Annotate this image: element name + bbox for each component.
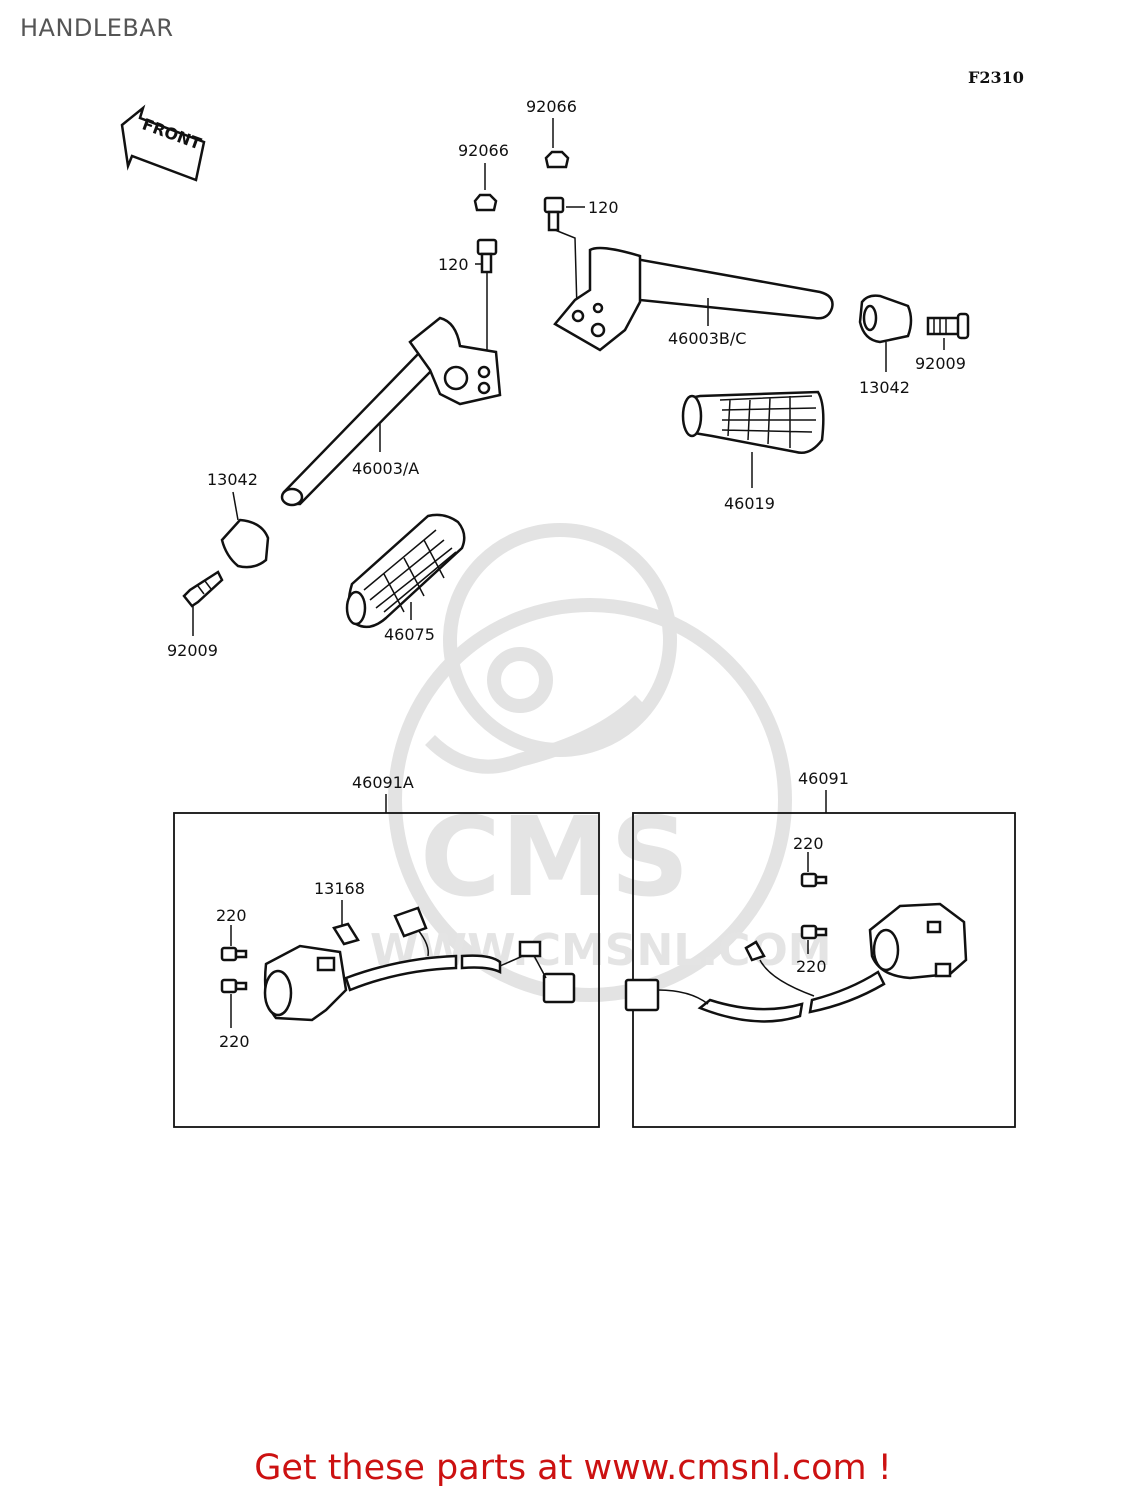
callout-46075: 46075 [384, 625, 435, 644]
callout-46091a: 46091A [352, 773, 414, 792]
box-46091 [632, 812, 1016, 1128]
bolt-120-right [543, 196, 565, 232]
bolt-120-left [476, 238, 498, 274]
handlebar-right-46003bc [553, 246, 834, 352]
callout-46091: 46091 [798, 769, 849, 788]
box-46091a [173, 812, 600, 1128]
grip-46019 [681, 390, 825, 454]
watermark-logo: CMS WWW.CMSNL.COM [370, 523, 832, 1002]
screw-220-right-lower [800, 924, 828, 940]
grip-46075 [345, 513, 466, 629]
callout-46003bc: 46003B/C [668, 329, 746, 348]
callout-220-right-lower: 220 [796, 957, 827, 976]
callout-92066-left: 92066 [458, 141, 509, 160]
callout-220-left-lower: 220 [219, 1032, 250, 1051]
bar-end-13042-right [858, 294, 913, 344]
callout-120-left: 120 [438, 255, 469, 274]
switch-right-46091 [624, 902, 968, 1023]
callout-13042-left: 13042 [207, 470, 258, 489]
callout-220-right-upper: 220 [793, 834, 824, 853]
cap-92066-right [544, 150, 570, 169]
switch-left-46091a [263, 906, 576, 1022]
callout-120-right: 120 [588, 198, 619, 217]
screw-92009-left [182, 570, 224, 608]
bar-end-13042-left [220, 518, 270, 569]
callout-46019: 46019 [724, 494, 775, 513]
screw-220-right-upper [800, 872, 828, 888]
screw-92009-right [926, 312, 970, 340]
handlebar-left-46003a [280, 316, 502, 507]
callout-92009-left: 92009 [167, 641, 218, 660]
footer-promo[interactable]: Get these parts at www.cmsnl.com ! [254, 1448, 892, 1488]
page-title: HANDLEBAR [20, 14, 174, 42]
callout-13042-right: 13042 [859, 378, 910, 397]
callout-13168: 13168 [314, 879, 365, 898]
screw-220-left-upper [220, 946, 248, 962]
figure-code: F2310 [968, 68, 1024, 87]
front-arrow: FRONT [120, 104, 206, 182]
parts-diagram: CMS WWW.CMSNL.COM FRONT 92066 92066 120 … [120, 97, 1016, 1128]
callout-92066-right: 92066 [526, 97, 577, 116]
callout-92009-right: 92009 [915, 354, 966, 373]
cap-92066-left [473, 193, 498, 212]
callout-46003a: 46003/A [352, 459, 419, 478]
screw-220-left-lower [220, 978, 248, 994]
watermark-brand: CMS [420, 793, 689, 921]
callout-220-left-upper: 220 [216, 906, 247, 925]
